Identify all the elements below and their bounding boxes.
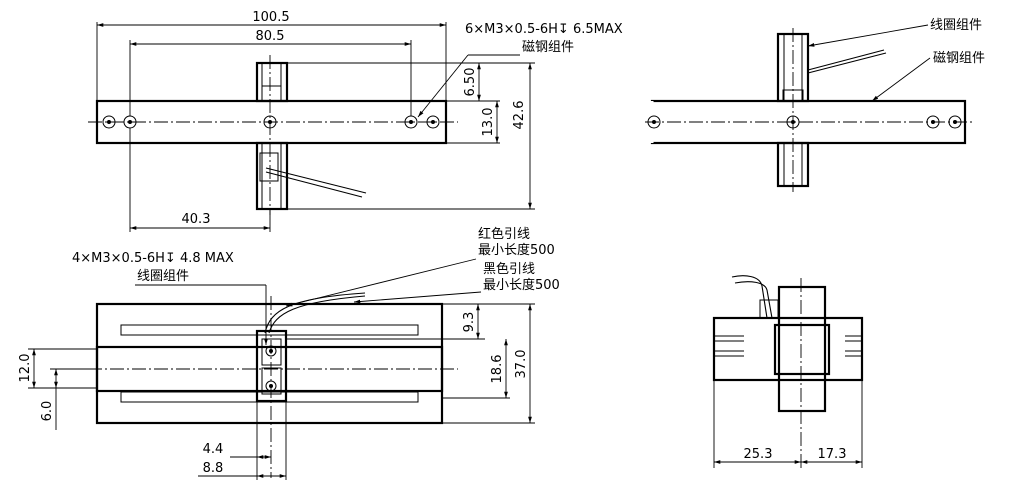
top-view: 100.5 80.5 40.3 6.50 13.0 42.6 6×M3×0.5-… [88, 10, 623, 232]
coil-slider-upper [255, 61, 289, 103]
dim-13-0: 13.0 [481, 108, 496, 137]
coil-label-bottom: 线圈组件 [137, 269, 189, 284]
red-wire-label: 红色引线 [478, 226, 530, 242]
dim-12-0: 12.0 [18, 354, 33, 383]
magnet-label-side: 磁钢组件 [933, 51, 985, 66]
coil-slider-bottom [255, 329, 288, 403]
dim-offset: 40.3 [182, 212, 211, 227]
dim-6-0: 6.0 [40, 401, 55, 422]
dim-17-3: 17.3 [818, 447, 847, 462]
bottom-view: 4×M3×0.5-6H↧ 4.8 MAX 线圈组件 红色引线 最小长度500 黑… [18, 226, 560, 480]
side-view: 线圈组件 磁钢组件 [645, 18, 985, 192]
coil-slider-lower [255, 141, 289, 211]
dim-37-0: 37.0 [514, 350, 529, 379]
dim-25-3: 25.3 [744, 447, 773, 462]
thread-note-bottom: 4×M3×0.5-6H↧ 4.8 MAX [72, 251, 234, 266]
lead-wire [265, 167, 367, 194]
dim-hole-pitch: 80.5 [256, 29, 285, 44]
lead-wire-black [268, 295, 366, 334]
end-view: 25.3 17.3 [712, 275, 864, 470]
dim-6-50: 6.50 [463, 68, 478, 97]
end-body [712, 316, 864, 382]
dim-42-6: 42.6 [512, 101, 527, 130]
dim-9-3: 9.3 [462, 312, 477, 333]
dim-8-8: 8.8 [203, 461, 224, 476]
magnet-label-top: 磁钢组件 [522, 40, 574, 55]
dim-18-6: 18.6 [490, 355, 505, 384]
thread-note-top: 6×M3×0.5-6H↧ 6.5MAX [465, 22, 623, 37]
coil-label-side: 线圈组件 [930, 18, 982, 33]
dim-total-length: 100.5 [252, 10, 289, 25]
dim-4-4: 4.4 [203, 442, 224, 457]
end-coil [777, 285, 827, 413]
black-wire-min-length: 最小长度500 [483, 277, 560, 293]
black-wire-label: 黑色引线 [483, 261, 535, 277]
red-wire-min-length: 最小长度500 [478, 242, 555, 258]
